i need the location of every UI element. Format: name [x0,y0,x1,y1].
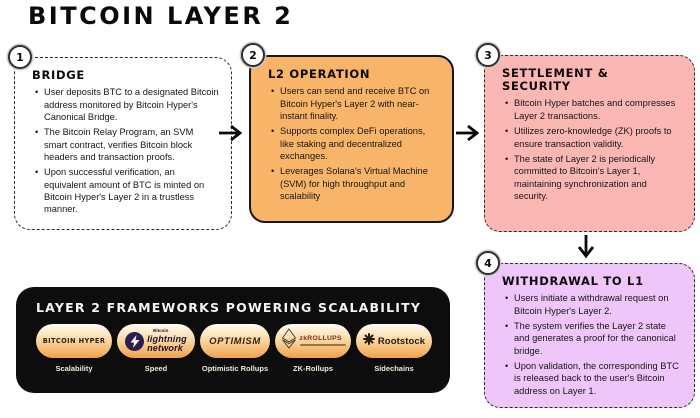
step-3-bullet-list: Bitcoin Hyper batches and compresses Lay… [502,97,682,202]
step-1-number-badge: 1 [8,45,32,69]
page-title: BITCOIN LAYER 2 [28,2,294,30]
lightning-brand-text: Bitcoin [153,328,169,334]
bullet-item: Utilizes zero-knowledge (ZK) proofs to e… [505,125,682,150]
bullet-item: Users initiate a withdrawal request on B… [505,292,682,317]
step-3-heading: SETTLEMENT & SECURITY [502,66,609,94]
step-4-heading: WITHDRAWAL TO L1 [502,274,644,288]
step-2-number-badge: 2 [241,43,265,67]
frameworks-panel-title: LAYER 2 FRAMEWORKS POWERING SCALABILITY [36,300,422,315]
arrow-right-icon [218,124,246,142]
bullet-item: Leverages Solana's Virtual Machine (SVM)… [271,165,440,202]
framework-label: Optimistic Rollups [201,364,269,373]
bullet-item: Users can send and receive BTC on Bitcoi… [271,85,440,122]
lightning-network-logo: Bitcoin lightning network [117,324,195,358]
step-2-l2-operation-box: L2 OPERATION Users can send and receive … [249,55,454,223]
framework-label: Sidechains [374,364,414,373]
arrow-right-icon [455,124,483,142]
step-4-withdrawal-box: WITHDRAWAL TO L1 Users initiate a withdr… [484,263,695,408]
step-2-heading: L2 OPERATION [268,67,371,81]
step-3-settlement-security-box: SETTLEMENT & SECURITY Bitcoin Hyper batc… [484,55,695,232]
lightning-bolt-icon [125,331,145,351]
bitcoin-hyper-logo: BITCOIN HYPER [36,324,112,358]
rootstock-logo-text: Rootstock [377,335,426,347]
step-1-bullet-list: User deposits BTC to a designated Bitcoi… [32,86,219,216]
bullet-item: The system verifies the Layer 2 state an… [505,320,682,357]
rootstock-asterisk-icon [362,332,375,350]
step-2-bullet-list: Users can send and receive BTC on Bitcoi… [268,85,440,202]
step-1-bridge-box: BRIDGE User deposits BTC to a designated… [14,57,232,230]
optimism-logo: OPTIMISM [200,324,270,358]
framework-label: ZK-Rollups [293,364,333,373]
rootstock-logo: Rootstock [356,324,432,358]
frameworks-logo-row: BITCOIN HYPER Scalability Bitcoin lightn… [36,324,432,373]
zkrollups-logo: zkROLLUPS [275,324,351,358]
lightning-network-logo-text: Bitcoin lightning network [147,328,187,353]
ethereum-diamond-icon [281,328,297,354]
zkrollups-tagline-bar [299,344,346,347]
optimism-logo-text: OPTIMISM [209,335,261,347]
bullet-item: Upon successful verification, an equival… [35,166,219,215]
framework-item-optimism: OPTIMISM Optimistic Rollups [200,324,270,373]
framework-label: Speed [144,364,168,373]
framework-item-lightning-network: Bitcoin lightning network Speed [117,324,195,373]
step-4-bullet-list: Users initiate a withdrawal request on B… [502,292,682,397]
bullet-item: The Bitcoin Relay Program, an SVM smart … [35,126,219,163]
frameworks-panel: LAYER 2 FRAMEWORKS POWERING SCALABILITY … [16,287,450,393]
framework-item-rootstock: Rootstock Sidechains [356,324,432,373]
step-4-number-badge: 4 [476,251,500,275]
bullet-item: Bitcoin Hyper batches and compresses Lay… [505,97,682,122]
bitcoin-hyper-logo-text: BITCOIN HYPER [42,337,106,345]
framework-item-bitcoin-hyper: BITCOIN HYPER Scalability [36,324,112,373]
bullet-item: Upon validation, the corresponding BTC i… [505,360,682,397]
step-1-heading: BRIDGE [32,68,85,82]
step-3-number-badge: 3 [476,43,500,67]
framework-label: Scalability [55,364,93,373]
arrow-down-icon [577,234,595,262]
bullet-item: User deposits BTC to a designated Bitcoi… [35,86,219,123]
zkrollups-logo-text: zkROLLUPS [299,335,346,347]
bullet-item: Supports complex DeFi operations, like s… [271,125,440,162]
bullet-item: The state of Layer 2 is periodically com… [505,153,682,202]
framework-item-zkrollups: zkROLLUPS ZK-Rollups [275,324,351,373]
